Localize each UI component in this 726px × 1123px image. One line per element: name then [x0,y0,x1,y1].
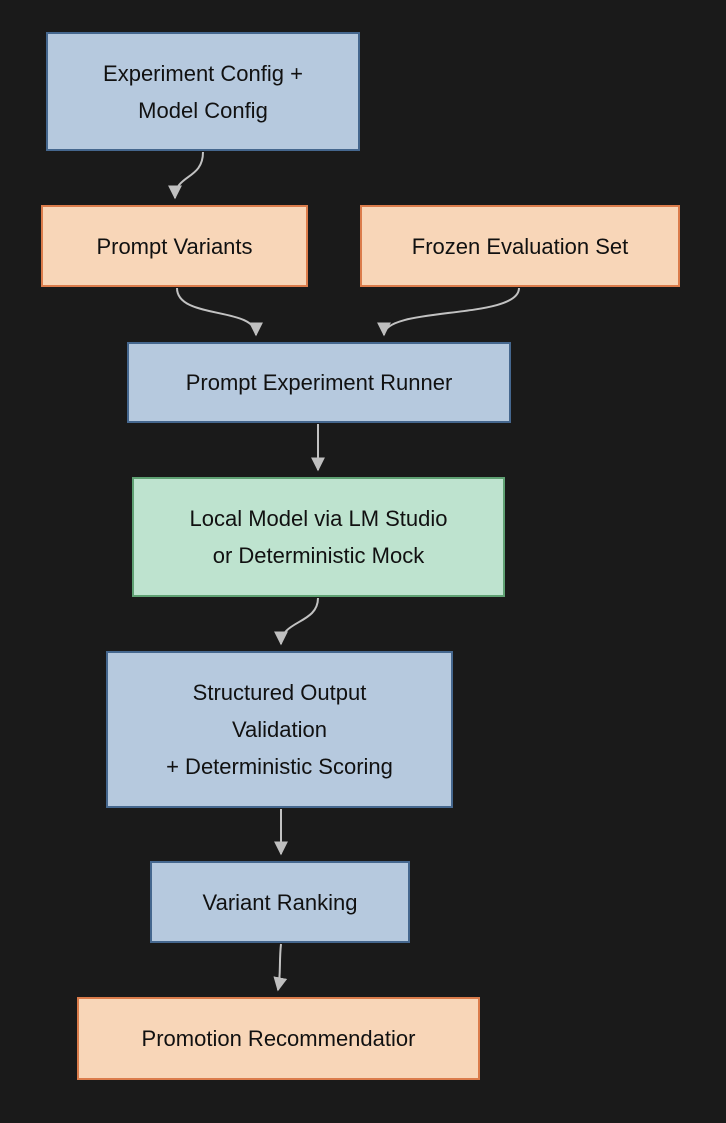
node-variant-ranking: Variant Ranking [150,861,410,943]
node-frozen-eval-set: Frozen Evaluation Set [360,205,680,287]
node-label-line: + Deterministic Scoring [166,754,393,779]
edge-ranking-to-promotion [273,943,288,992]
node-label-line: Variant Ranking [202,889,358,915]
node-promotion: Promotion Recommendatior [77,997,480,1080]
edge-variants-to-runner [176,287,263,337]
edge-config-to-variants [168,151,204,200]
node-label-line: Model Config [138,97,268,123]
node-experiment-runner: Prompt Experiment Runner [127,342,511,423]
node-label-line: or Deterministic Mock [212,543,425,568]
node-scoring: Structured Output Validation + Determini… [106,651,453,808]
node-label-line: Frozen Evaluation Set [411,233,629,259]
node-label-line: Experiment Config + [103,60,303,86]
node-label-line: Validation [232,717,327,742]
node-label-line: Promotion Recommendatior [141,1026,416,1051]
node-prompt-variants: Prompt Variants [41,205,308,287]
node-label-line: Local Model via LM Studio [189,506,448,531]
edge-model-to-scoring [274,597,319,646]
node-local-model: Local Model via LM Studio or Determinist… [132,477,505,597]
node-label-line: Structured Output [192,680,367,705]
node-experiment-config: Experiment Config + Model Config [46,32,360,151]
node-label-line: Prompt Experiment Runner [185,370,453,395]
edge-evalset-to-runner [377,287,520,337]
node-label-line: Prompt Variants [96,233,253,259]
